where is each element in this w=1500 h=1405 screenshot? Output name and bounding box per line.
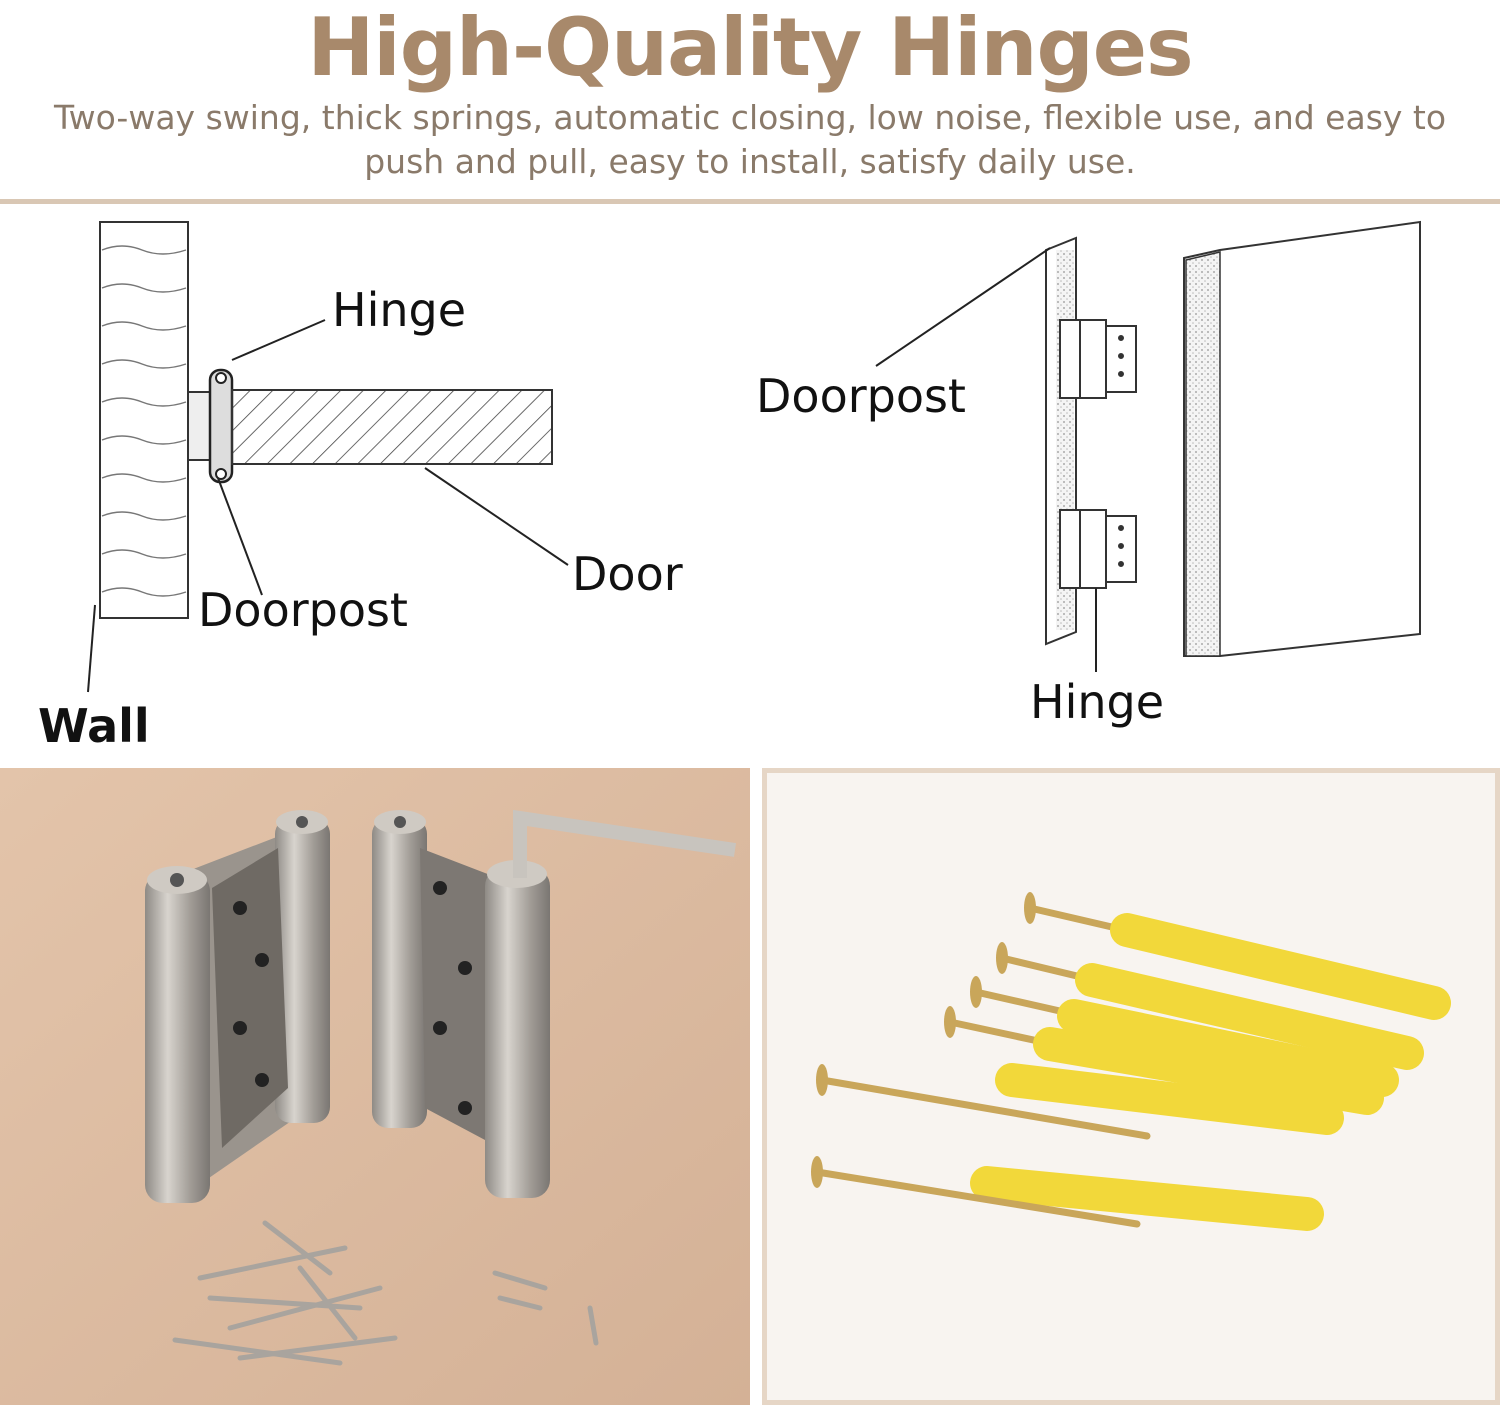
diagram-side-view: Doorpost Hinge [750,210,1500,755]
page-subtitle: Two-way swing, thick springs, automatic … [53,98,1447,181]
hinge-lower [1059,509,1137,589]
label-hinge-side: Hinge [1030,675,1165,729]
label-doorpost-side: Doorpost [756,369,966,423]
diagram-top-view-drawing [87,221,569,693]
door-shape [231,389,553,465]
photo-anchors-illustration [762,768,1500,1405]
hinge-upper [1059,319,1137,399]
hinge-shape [208,368,234,484]
diagram-top-view: Hinge Door Doorpost Wall [0,210,750,755]
page-title: High-Quality Hinges [307,1,1193,94]
doorpost-shape [187,391,211,461]
label-door: Door [572,547,683,601]
photo-anchors [762,768,1500,1405]
header-divider [0,199,1500,204]
diagram-side-view-drawing [875,220,1421,672]
door-slab-shape [1183,220,1421,657]
label-hinge-top: Hinge [332,283,467,337]
label-wall: Wall [38,699,150,753]
wall-shape [99,221,189,619]
label-doorpost-top: Doorpost [198,583,408,637]
photo-hinges-illustration [0,768,750,1405]
photo-hinges [0,768,750,1405]
